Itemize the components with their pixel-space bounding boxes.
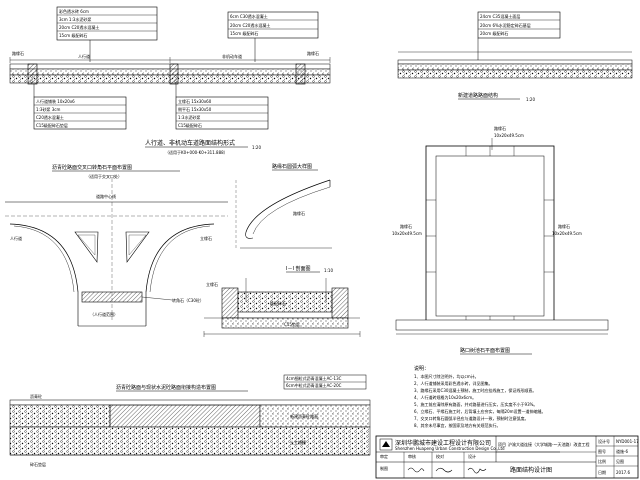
pit-box-line-2: 20cm 级配碎石 bbox=[480, 30, 508, 36]
company-name-en: Shenzhen Huapeng Urban Construction Desi… bbox=[395, 446, 505, 451]
transition-label-1: 6cm中粒式沥青混凝土AC-20C bbox=[286, 382, 342, 388]
main-road-label: 道路中心线 bbox=[96, 193, 116, 199]
note-5: 6、立缘石、平缘石施工时，后背填土应夯实，每隔20m设置一道伸缩缝。 bbox=[414, 408, 546, 414]
pit-section-title: 新建道路路面结构 bbox=[458, 92, 498, 99]
pavement-box-left-line-3: 15cm 级配碎石 bbox=[59, 32, 87, 38]
curb-type-label: 立缘石 bbox=[200, 235, 212, 241]
transition-section: 沥青砼路面与现状水泥砼路面衔接构造布置图 4cm细粒式沥青混凝土AC-13C 6… bbox=[9, 374, 371, 467]
pavement-box-bl-line-0: 人行道铺装 10x20x6 bbox=[36, 98, 75, 104]
note-1: 2、人行道铺装采用彩色透水砖，详见图集。 bbox=[414, 380, 493, 386]
pavement-box-bl-line-1: 1:3砂浆 3cm bbox=[36, 106, 60, 112]
curb-detail-title: 路缘石圆弧大样图 bbox=[272, 163, 312, 170]
role-2: 校对 bbox=[436, 453, 444, 459]
transition-label-0: 4cm细粒式沥青混凝土AC-13C bbox=[286, 375, 342, 381]
transition-label-5: 新建沥青砼路面 bbox=[290, 413, 318, 419]
cross-section: Ⅰ－Ⅰ 剖面图 1:10 立缘石 C15垫层 级配碎石 bbox=[203, 265, 361, 337]
intersection-plan: 沥青砼路面交叉口转角石平面布置图 （适用于交叉口处） 道路中心线 人行道 立缘石… bbox=[5, 164, 228, 327]
role-4: 制图 bbox=[380, 465, 388, 471]
note-0: 1、本图尺寸除注明外，均以cm计。 bbox=[414, 373, 479, 379]
center-note-label: （人行道范围） bbox=[90, 311, 118, 317]
pavement-box-br-line-0: 立缘石 15x30x60 bbox=[178, 98, 212, 104]
pavement-box-bl-line-2: C20透水混凝土 bbox=[36, 114, 64, 120]
tree-left-label: 路缘石 bbox=[400, 223, 412, 229]
intersection-subtitle: （适用于交叉口处） bbox=[86, 173, 122, 179]
cross-section-scale: 1:10 bbox=[324, 268, 333, 273]
cross-section-title: Ⅰ－Ⅰ 剖面图 bbox=[286, 265, 311, 272]
right-value-0: NYD001-17 bbox=[616, 439, 639, 444]
transition-title: 沥青砼路面与现状水泥砼路面衔接构造布置图 bbox=[116, 384, 216, 391]
pavement-box-left: 彩色透水砖 6cm 3cm 1:3水泥砂浆 20cm C20透水混凝土 15cm… bbox=[56, 6, 158, 41]
company-name-cn: 深圳华鹏城市建设工程设计有限公司 bbox=[395, 439, 491, 447]
transition-label-2: 沥青砼 bbox=[30, 393, 42, 399]
pavement-layers bbox=[9, 63, 331, 85]
curb-detail: 路缘石圆弧大样图 路缘石 bbox=[235, 163, 332, 249]
transition-label-6: 土工格栅 bbox=[290, 439, 306, 445]
right-label-1: 图号 bbox=[598, 448, 606, 454]
sidewalk-label: 人行道 bbox=[78, 53, 90, 59]
right-value-2: 见图 bbox=[616, 458, 624, 464]
note-7: 8、其余未尽事宜，按国家及地方有关规范执行。 bbox=[414, 422, 501, 428]
pit-box-line-1: 20cm 6%水泥稳定碎石基层 bbox=[480, 22, 531, 28]
role-0: 审定 bbox=[380, 453, 388, 459]
note-3: 4、人行道砖规格为10x20x6cm。 bbox=[414, 394, 476, 400]
project-name: 沪渝大道连接（大学城路-～天池路）改造工程 bbox=[508, 441, 589, 447]
tree-pool-title: 路口树池石平面布置图 bbox=[460, 347, 510, 354]
pavement-section-scale: 1:20 bbox=[252, 145, 261, 150]
right-label-0: 设计号 bbox=[598, 438, 610, 444]
pavement-section-title: 人行道、非机动车道路面结构形式 bbox=[145, 139, 235, 147]
tree-top-label: 路缘石 bbox=[494, 125, 506, 131]
project-label: 项目 bbox=[498, 441, 506, 447]
pavement-box-center-line-0: 6cm C30透水混凝土 bbox=[230, 13, 268, 19]
note-6: 7、交叉口转角石圆弧半径应与道路设计一致，预制时注意弧度。 bbox=[414, 415, 529, 421]
pavement-box-br-line-1: 侧平石 15x30x50 bbox=[178, 106, 212, 112]
hatch-note-label: 转角石（C30砼） bbox=[172, 297, 204, 303]
pavement-box-br-line-2: 1:3水泥砂浆 bbox=[178, 114, 200, 120]
notes-heading: 说明： bbox=[414, 365, 429, 372]
tree-right-label: 路缘石 bbox=[558, 223, 570, 229]
pit-box-line-0: 24cm C35混凝土面层 bbox=[480, 13, 520, 19]
tree-top-dim: 10x20x49.5cm bbox=[494, 133, 524, 138]
cross-curb-label: 立缘石 bbox=[206, 281, 218, 287]
drawing-title: 路面结构设计图 bbox=[510, 466, 552, 474]
pavement-box-bl-line-3: C15级配碎石垫层 bbox=[36, 122, 68, 128]
pit-section: 24cm C35混凝土面层 20cm 6%水泥稳定碎石基层 20cm 级配碎石 … bbox=[397, 11, 633, 102]
pavement-section-subtitle: （适用于K0+000-K0+311.888） bbox=[165, 149, 228, 155]
pedestrian-label: 人行道 bbox=[10, 235, 22, 241]
pit-section-scale: 1:20 bbox=[526, 97, 535, 102]
pavement-box-bottom-right: 立缘石 15x30x60 侧平石 15x30x50 1:3水泥砂浆 C15级配碎… bbox=[175, 84, 269, 130]
cross-base-label: C15垫层 bbox=[284, 321, 300, 327]
curb-detail-label: 路缘石 bbox=[293, 210, 305, 216]
bike-lane-label: 非机动车道 bbox=[222, 53, 242, 59]
pavement-box-left-line-0: 彩色透水砖 6cm bbox=[59, 8, 89, 14]
pavement-box-left-line-1: 3cm 1:3水泥砂浆 bbox=[59, 16, 91, 22]
note-2: 3、路缘石采用C30混凝土预制，施工时应挂线施工，保证线形顺直。 bbox=[414, 387, 536, 393]
pavement-section: 彩色透水砖 6cm 3cm 1:3水泥砂浆 20cm C20透水混凝土 15cm… bbox=[9, 6, 331, 155]
right-label-2: 比例 bbox=[598, 458, 606, 464]
pavement-box-br-line-3: C15级配碎石 bbox=[178, 122, 202, 128]
note-4: 5、施工前应清除原有路面，并对路基进行压实，压实度不小于93%。 bbox=[414, 401, 537, 407]
title-block: 深圳华鹏城市建设工程设计有限公司 Shenzhen Huapeng Urban … bbox=[375, 435, 639, 479]
right-value-1: 道施-6 bbox=[616, 448, 628, 454]
intersection-title: 沥青砼路面交叉口转角石平面布置图 bbox=[52, 164, 132, 171]
curb-left-label: 路缘石 bbox=[12, 50, 24, 56]
role-1: 审核 bbox=[408, 453, 416, 459]
pavement-box-bottom-left: 人行道铺装 10x20x6 1:3砂浆 3cm C20透水混凝土 C15级配碎石… bbox=[33, 84, 127, 130]
cross-fill-label: 级配碎石 bbox=[270, 300, 286, 306]
pavement-box-center-line-2: 15cm 级配碎石 bbox=[230, 30, 258, 36]
tree-left-dim: 10x20x49.5cm bbox=[392, 231, 422, 236]
pavement-box-left-line-2: 20cm C20透水混凝土 bbox=[59, 24, 99, 30]
pavement-box-center: 6cm C30透水混凝土 20cm C20透水混凝土 15cm 级配碎石 bbox=[227, 11, 319, 39]
notes: 说明： 1、本图尺寸除注明外，均以cm计。 2、人行道铺装采用彩色透水砖，详见图… bbox=[414, 365, 546, 428]
role-3: 设计 bbox=[468, 453, 476, 459]
pavement-box-center-line-1: 20cm C20透水混凝土 bbox=[230, 22, 270, 28]
right-value-3: 2017.6 bbox=[616, 470, 630, 475]
curb-right-label: 路缘石 bbox=[307, 50, 319, 56]
tree-right-dim: 10x20x49.5cm bbox=[552, 231, 582, 236]
tree-pool-plan: 路缘石 10x20x49.5cm 路缘石 10x20x49.5cm 路缘石 10… bbox=[392, 125, 609, 355]
transition-label-7: 碎石垫层 bbox=[30, 461, 46, 467]
right-label-3: 日期 bbox=[598, 469, 606, 475]
